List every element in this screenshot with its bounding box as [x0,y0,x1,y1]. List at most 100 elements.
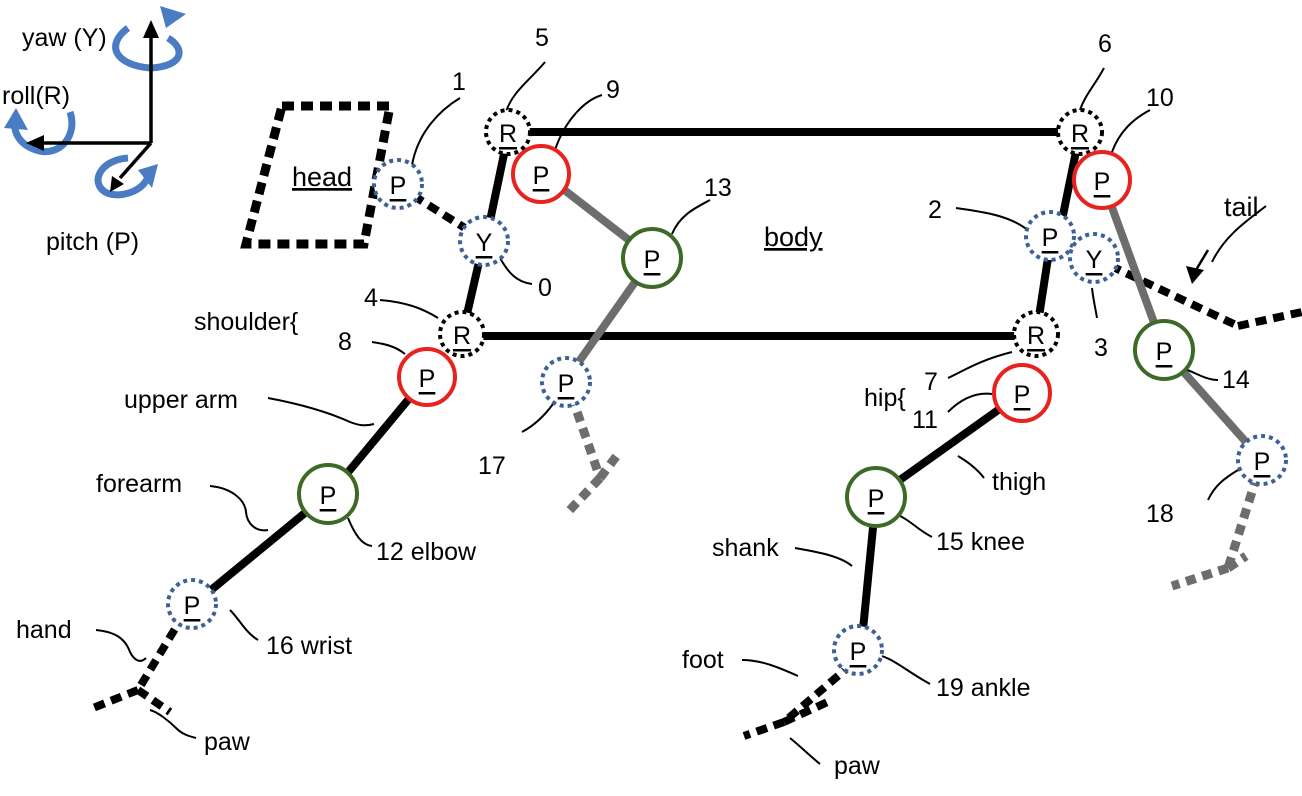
joint-10-pitch [1072,150,1132,210]
joint-2-letter: P [1042,224,1059,252]
joint-number-7: 7 [924,368,938,396]
segment-labels: body tail shoulder{ hip{ upper arm forea… [16,192,1259,780]
black-links [191,128,1084,651]
joint-12-pitch [297,463,359,525]
head-outline [240,101,396,249]
joint-1-letter: P [390,172,407,200]
joint-2-pitch [1024,210,1076,262]
joint-15-letter: P [868,485,885,513]
knee-label: 15 knee [936,528,1025,556]
hip-label: hip{ [864,384,906,412]
paw-rear-left-link [742,718,786,740]
joint-number-13: 13 [704,174,732,202]
joint-15-pitch [845,466,907,528]
joint-number-9: 9 [606,76,620,104]
joint-8-pitch [397,347,457,407]
yaw-axis-arrowhead-icon [143,20,159,38]
rear-right-paw-toe-2 [1225,552,1249,572]
joint-10-letter: P [1094,168,1111,196]
joint-5-letter: R [499,120,517,148]
joint-19-pitch [832,624,884,676]
paw-front-left-link [86,686,140,714]
joint-number-5: 5 [535,24,549,52]
hand-label: hand [16,616,72,644]
thigh-label: thigh [992,468,1046,496]
joint-13-pitch [621,227,683,289]
upper-arm-label: upper arm [124,386,238,414]
joint-7-roll [1012,310,1060,358]
joint-3-letter: Y [1086,246,1103,274]
paw-front-right-link [135,686,173,716]
tail-link-1 [1092,254,1240,330]
joint-4-letter: R [453,322,471,350]
shank-label: shank [712,534,779,562]
roll-arrowhead-icon [4,108,28,130]
joint-19-letter: P [850,638,867,666]
joint-number-18: 18 [1146,500,1174,528]
joint-0-letter: Y [476,229,493,257]
joint-number-6: 6 [1098,30,1112,58]
pitch-axis-line [118,141,153,180]
pitch-arrowhead-icon [138,164,158,188]
joint-11-pitch [992,363,1052,423]
joint-12-letter: P [320,482,337,510]
front-right-paw-toe-1 [564,474,604,516]
wrist-label: 16 wrist [266,632,352,660]
head-label: head [292,162,352,192]
joint-5-roll [484,108,532,156]
joint-8-letter: P [419,365,436,393]
foot-label: foot [682,646,724,674]
ankle-label: 19 ankle [936,674,1031,702]
joint-4-roll [438,310,486,358]
joint-number-8: 8 [338,328,352,356]
roll-axis-label: roll(R) [2,82,70,110]
yaw-axis-label: yaw (Y) [22,24,107,52]
joint-number-3: 3 [1094,334,1108,362]
pitch-axis-arrowhead-icon [110,176,124,192]
roll-rotation-arrow-icon [11,110,76,156]
rear-right-paw-toe-1 [1170,563,1230,591]
tail-link-2 [1237,308,1302,330]
joint-number-1: 1 [452,68,466,96]
joint-number-4: 4 [364,284,378,312]
body-label: body [764,222,823,252]
yaw-arrowhead-icon [160,6,186,28]
joint-17-pitch [540,356,592,408]
paw-front-label: paw [204,728,251,756]
joint-14-letter: P [1156,338,1173,366]
joint-9-letter: P [533,162,550,190]
joint-16-pitch [166,578,218,630]
joint-6-roll [1056,108,1104,156]
joint-16-letter: P [184,592,201,620]
joint-13-letter: P [644,246,661,274]
joint-18-letter: P [1254,448,1271,476]
joint-3-yaw [1068,232,1120,284]
joint-number-2: 2 [928,196,942,224]
roll-axis-arrowhead-icon [26,135,44,151]
joint-1-pitch [372,158,424,210]
joint-9-pitch [511,144,571,204]
joint-number-11: 11 [912,406,938,434]
gray-links [542,171,1265,463]
foot-link [781,660,855,726]
elbow-label: 12 elbow [376,538,477,566]
forearm-label: forearm [96,470,182,498]
paw-rear-label: paw [834,752,881,780]
joint-letters: R R R R P P P P P P P P P Y P Y P P P P [184,120,1271,666]
tail-label: tail [1224,192,1259,222]
pitch-axis-label: pitch (P) [46,228,139,256]
joint-number-0: 0 [538,274,552,302]
joints [166,108,1288,676]
joint-7-letter: R [1027,322,1045,350]
joint-number-17: 17 [478,452,506,480]
joint-14-pitch [1133,319,1195,381]
joint-11-letter: P [1014,381,1031,409]
axis-legend: yaw (Y) roll(R) pitch (P) [2,6,186,256]
front-right-paw-toe-2 [596,451,622,481]
hand-link [134,611,188,693]
shoulder-label: shoulder{ [194,308,298,336]
joint-number-14: 14 [1222,366,1250,394]
joint-numbers: 1 5 9 13 6 10 2 0 3 4 8 17 14 18 7 11 [338,24,1250,528]
tail-arrowhead-icon [1186,266,1204,284]
